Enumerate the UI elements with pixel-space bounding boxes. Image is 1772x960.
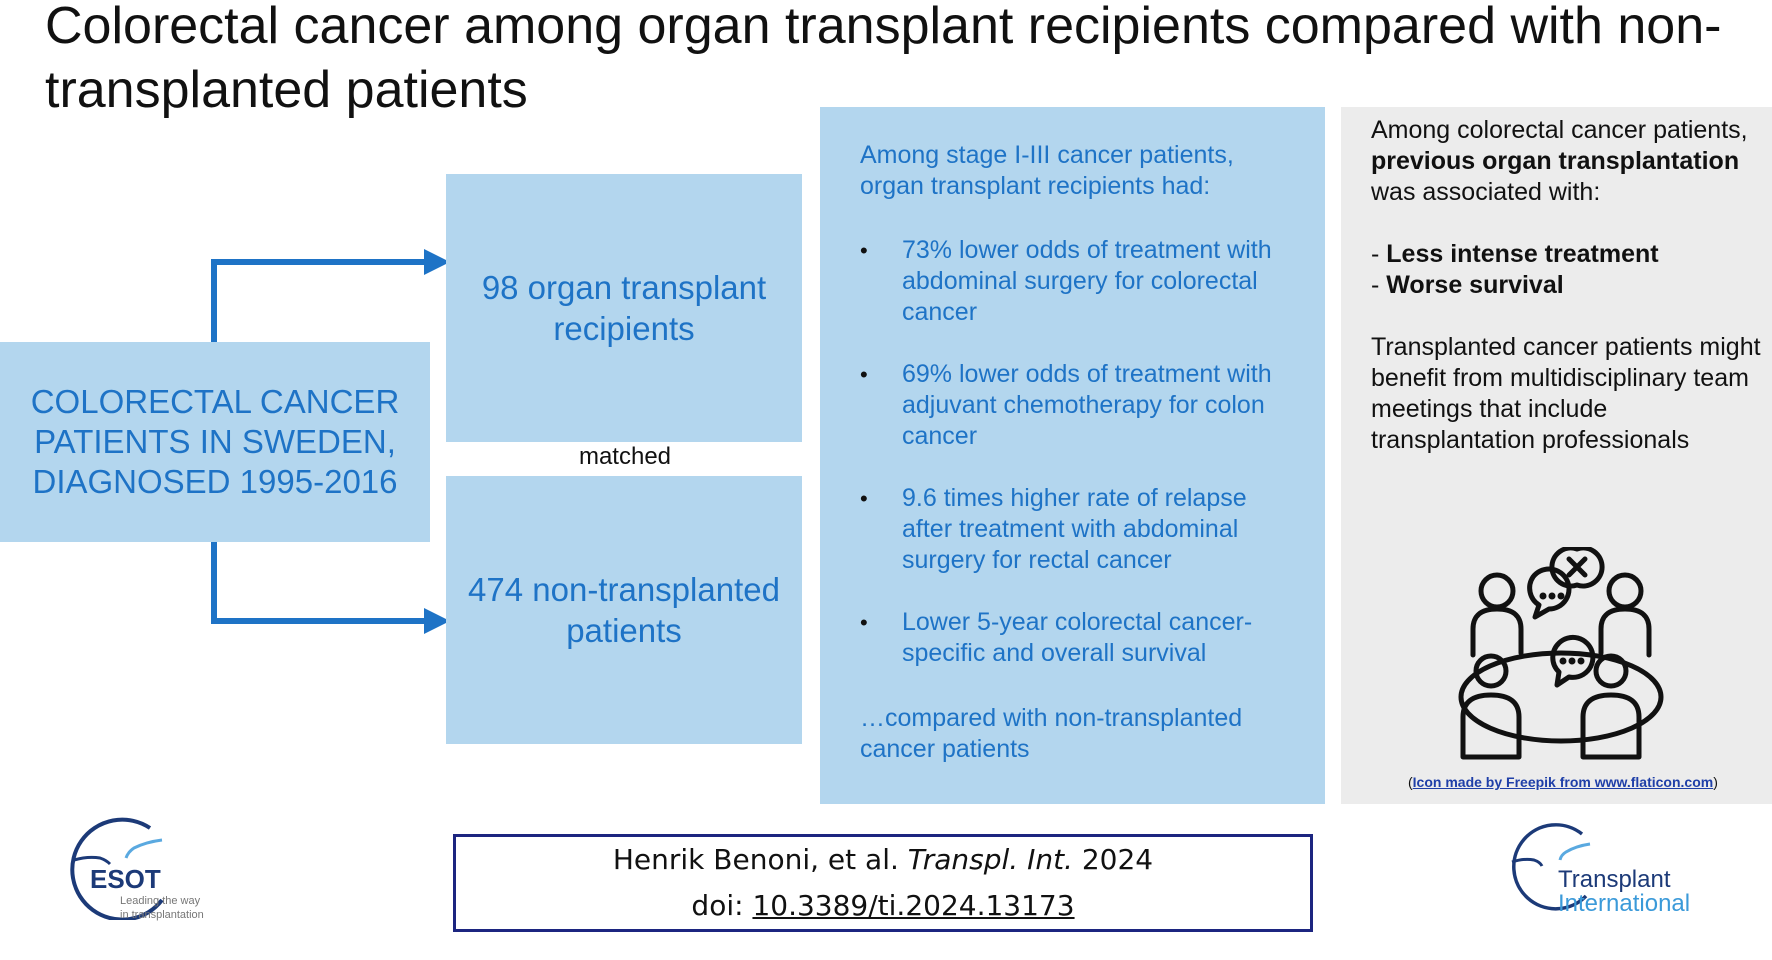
lower-arrowhead [424, 608, 450, 634]
transplant-international-logo: Transplant International [1506, 822, 1736, 922]
bullet: • [860, 238, 868, 263]
citation-year: 2024 [1072, 843, 1154, 876]
credit-paren: ) [1713, 774, 1718, 790]
esot-logo: ESOT Leading the way in transplantation [66, 814, 256, 934]
finding-text: Lower 5-year colorectal cancer-specific … [902, 608, 1253, 667]
list-item: • 73% lower odds of treatment with abdomi… [860, 235, 1300, 328]
control-group-label: 474 non-transplanted patients [468, 571, 780, 649]
lower-connector [211, 542, 428, 624]
esot-name: ESOT [90, 864, 161, 894]
esot-ring-icon [70, 817, 164, 920]
conclusion-item-survival: Worse survival [1386, 271, 1564, 299]
control-group-box: 474 non-transplanted patients [446, 476, 802, 744]
credit-paren: ( [1408, 774, 1413, 790]
doi-line: doi: 10.3389/ti.2024.13173 [456, 883, 1310, 929]
list-item: • 69% lower odds of treatment with adjuva… [860, 359, 1300, 452]
conclusion-text: Among colorectal cancer patients, previo… [1371, 115, 1771, 456]
page-title: Colorectal cancer among organ transplant… [45, 0, 1722, 119]
findings-outro: …compared with non-transplanted cancer p… [860, 704, 1243, 763]
matched-label: matched [578, 443, 672, 470]
list-item: • Lower 5-year colorectal cancer-specific… [860, 607, 1300, 669]
bullet: • [860, 610, 868, 635]
conclusion-item-treatment: Less intense treatment [1386, 240, 1659, 268]
transplant-group-label: 98 organ transplant recipients [481, 269, 767, 347]
upper-arrowhead [424, 249, 450, 275]
source-population-label: COLORECTAL CANCER PATIENTS IN SWEDEN, DI… [30, 383, 400, 500]
findings-list: • 73% lower odds of treatment with abdomi… [860, 235, 1300, 700]
citation-authors: Henrik Benoni, et al. [612, 843, 908, 876]
esot-tagline-1: Leading the way [120, 895, 201, 907]
ti-line-2: International [1558, 890, 1691, 917]
doi-label: doi: [691, 889, 753, 922]
esot-tagline-2: in transplantation [120, 909, 204, 921]
conclusion-panel: Among colorectal cancer patients, previo… [1341, 107, 1772, 804]
conclusion-intro-bold: previous organ transplantation [1371, 147, 1740, 175]
team-meeting-icon [1458, 547, 1664, 760]
icon-credit-link[interactable]: Icon made by Freepik from www.flaticon.c… [1412, 774, 1714, 790]
ti-line-1: Transplant [1558, 866, 1671, 893]
dash: - [1371, 271, 1387, 299]
transplant-group-box: 98 organ transplant recipients [446, 174, 802, 442]
finding-text: 9.6 times higher rate of relapse after t… [902, 484, 1247, 574]
conclusion-intro-a: Among colorectal cancer patients, [1371, 116, 1748, 144]
finding-text: 69% lower odds of treatment with adjuvan… [902, 360, 1272, 450]
ti-ring-icon [1511, 823, 1591, 911]
upper-connector [211, 259, 428, 342]
citation-journal: Transpl. Int. [907, 843, 1073, 876]
citation-box: Henrik Benoni, et al. Transpl. Int. 2024… [453, 834, 1313, 932]
conclusion-intro-b: was associated with: [1371, 178, 1601, 206]
bullet: • [860, 362, 868, 387]
findings-panel: Among stage I-III cancer patients, organ… [820, 107, 1325, 804]
source-population-box: COLORECTAL CANCER PATIENTS IN SWEDEN, DI… [0, 342, 430, 542]
finding-text: 73% lower odds of treatment with abdomin… [902, 236, 1272, 326]
findings-intro: Among stage I-III cancer patients, organ… [860, 141, 1234, 200]
list-item: • 9.6 times higher rate of relapse after … [860, 483, 1300, 576]
bullet: • [860, 486, 868, 511]
citation-line: Henrik Benoni, et al. Transpl. Int. 2024 [456, 837, 1310, 883]
icon-credit: (Icon made by Freepik from www.flaticon.… [1408, 774, 1718, 790]
dash: - [1371, 240, 1387, 268]
esot-tagline: Leading the way in transplantation [120, 894, 204, 922]
doi-link[interactable]: 10.3389/ti.2024.13173 [752, 889, 1075, 922]
conclusion-recommendation: Transplanted cancer patients might benef… [1371, 333, 1761, 454]
